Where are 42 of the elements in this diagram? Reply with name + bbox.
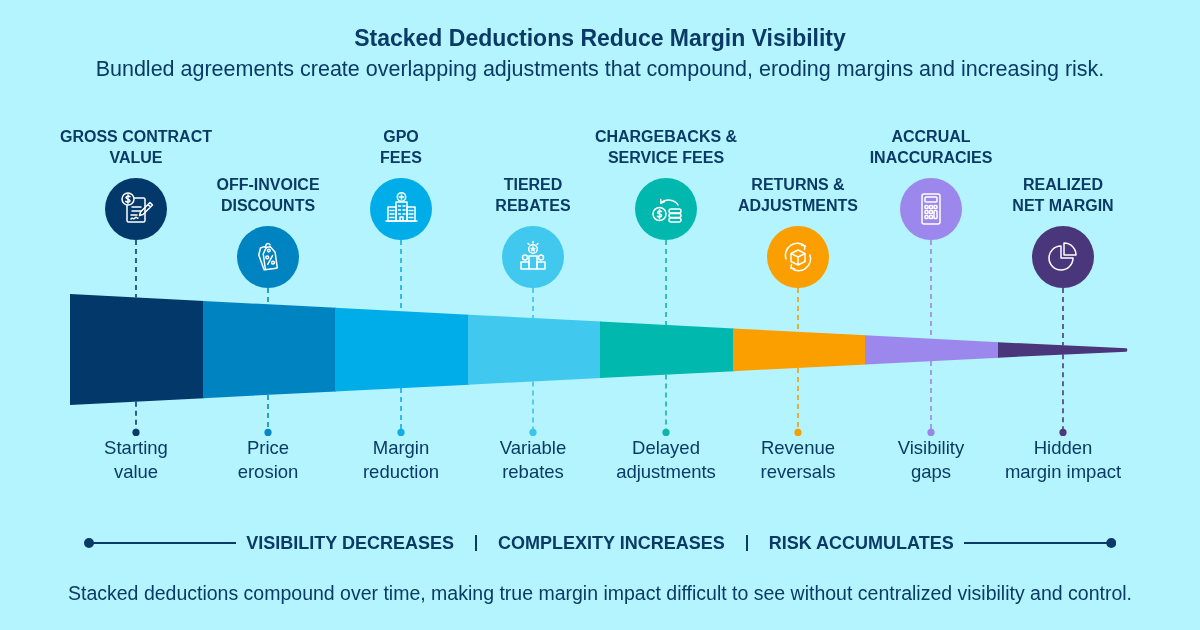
stage-heading: GROSS CONTRACT VALUE bbox=[59, 127, 213, 168]
diagram-title: Stacked Deductions Reduce Margin Visibility bbox=[354, 24, 846, 52]
tagline-text: VISIBILITY DECREASES bbox=[246, 532, 454, 555]
stage-heading: REALIZED NET MARGIN bbox=[1011, 175, 1115, 216]
stage-description: Margin reduction bbox=[361, 436, 441, 484]
dotted-leader-line bbox=[264, 394, 272, 437]
funnel-segment bbox=[70, 294, 204, 405]
tagline-text: COMPLEXITY INCREASES bbox=[498, 532, 725, 555]
stage-heading: TIERED REBATES bbox=[494, 175, 572, 216]
funnel-segment bbox=[468, 314, 601, 385]
funnel-segment bbox=[733, 328, 866, 372]
dashed-connector bbox=[135, 239, 137, 299]
funnel-segment bbox=[203, 300, 336, 399]
stage-description: Visibility gaps bbox=[896, 436, 966, 484]
dashed-connector bbox=[665, 239, 667, 326]
stage-heading: ACCRUAL INACCURACIES bbox=[868, 127, 994, 168]
funnel-segment bbox=[600, 321, 734, 378]
stage-heading: CHARGEBACKS & SERVICE FEES bbox=[593, 127, 739, 168]
funnel-segment bbox=[865, 335, 999, 365]
stage-heading: RETURNS & ADJUSTMENTS bbox=[737, 175, 859, 216]
stage-heading: OFF-INVOICE DISCOUNTS bbox=[215, 175, 321, 216]
stage-description: Delayed adjustments bbox=[615, 436, 717, 484]
subtitle-text: Bundled agreements create overlapping adjustments that compound, eroding margins and increasing risk. bbox=[95, 56, 1105, 82]
dashed-connector bbox=[1062, 287, 1064, 347]
dotted-leader-line bbox=[132, 400, 140, 437]
stage-description: Starting value bbox=[103, 436, 169, 484]
funnel-segment bbox=[335, 307, 469, 392]
tagline-text: RISK ACCUMULATES bbox=[768, 532, 954, 555]
dotted-leader-line bbox=[794, 367, 802, 437]
footer-caption: Stacked deductions compound over time, making true margin impact difficult to see without centralized visibility and control. bbox=[68, 581, 1132, 605]
dotted-leader-line bbox=[1059, 353, 1067, 437]
dashed-connector bbox=[532, 287, 534, 319]
dotted-leader-line bbox=[529, 380, 537, 437]
stage-description: Variable rebates bbox=[498, 436, 568, 484]
stage-description: Price erosion bbox=[236, 436, 300, 484]
stage-heading: GPO FEES bbox=[379, 127, 423, 168]
dotted-leader-line bbox=[397, 387, 405, 437]
funnel-segment bbox=[998, 342, 1129, 358]
dotted-leader-line bbox=[927, 360, 935, 437]
stage-description: Hidden margin impact bbox=[1003, 436, 1123, 484]
dotted-leader-line bbox=[662, 373, 670, 437]
stage-description: Revenue reversals bbox=[759, 436, 837, 484]
